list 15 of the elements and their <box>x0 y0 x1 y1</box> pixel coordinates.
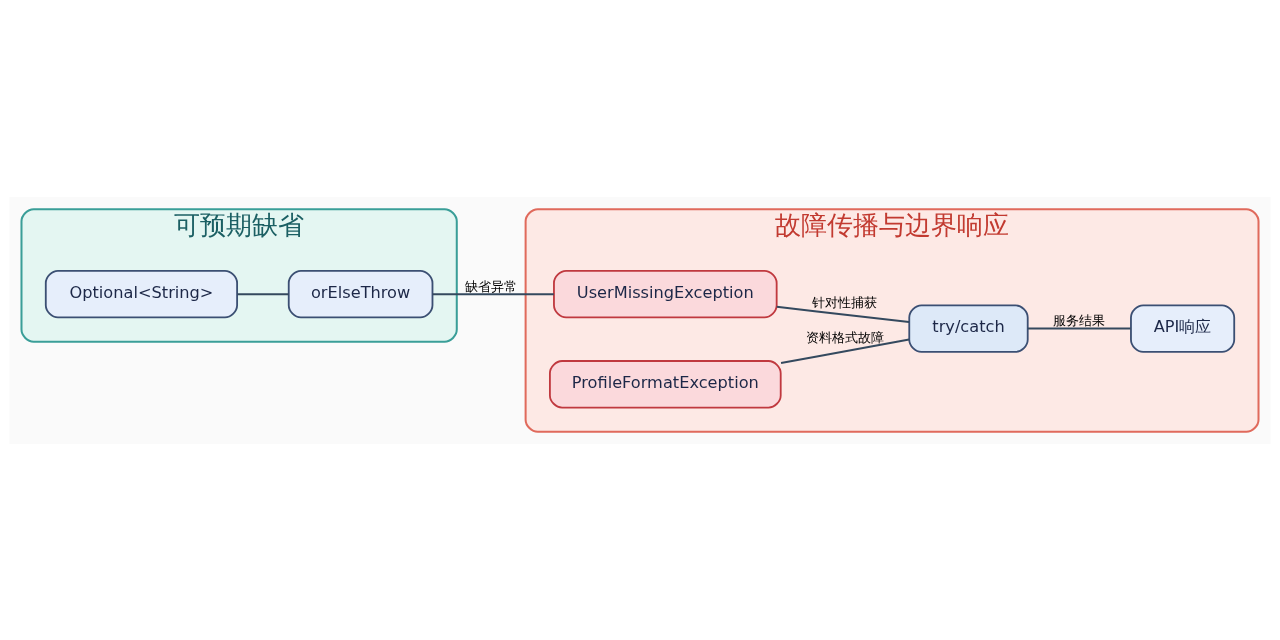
edge-label: 服务结果 <box>1053 312 1106 328</box>
connector <box>237 292 289 295</box>
node-box: API响应 <box>1130 303 1236 353</box>
node-box: try/catch <box>908 303 1029 353</box>
connector <box>1027 327 1131 330</box>
edge-label: 资料格式故障 <box>805 329 884 345</box>
node-box: UserMissingException <box>553 269 778 318</box>
node-box: ProfileFormatException <box>549 359 782 408</box>
connector <box>780 337 910 364</box>
connector <box>776 305 910 323</box>
node-box: orElseThrow <box>287 269 434 318</box>
edge-label: 缺省异常 <box>465 278 518 294</box>
node-box: Optional<String> <box>44 269 238 318</box>
connector <box>432 292 554 295</box>
edge-label: 针对性捕获 <box>812 294 878 310</box>
